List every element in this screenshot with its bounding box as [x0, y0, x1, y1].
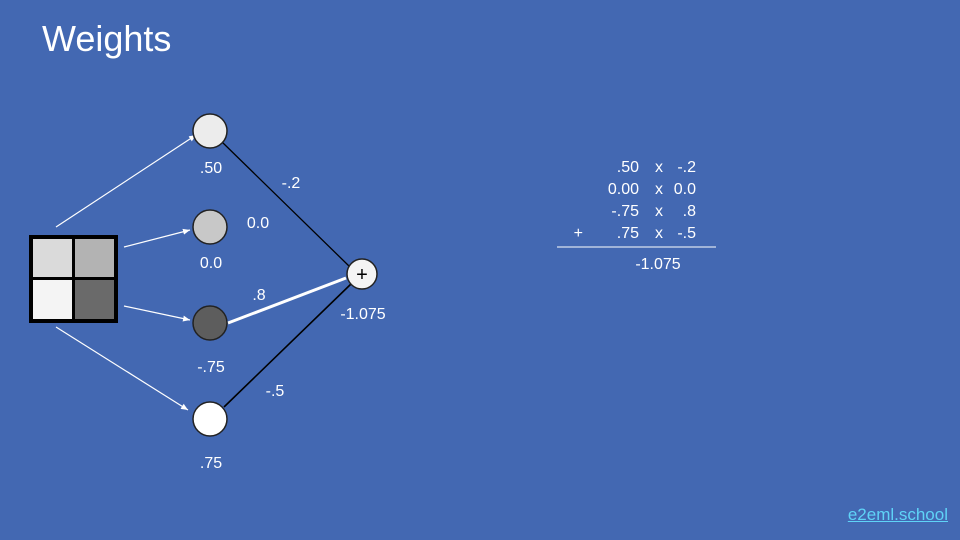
- calc-weight: 0.0: [674, 181, 696, 198]
- calc-prefix: +: [574, 225, 583, 242]
- calc-value: .75: [617, 225, 639, 242]
- input-pixel: [33, 239, 72, 277]
- calc-value: 0.00: [608, 181, 639, 198]
- calculation: .50 x -.2 0.00 x 0.0 -.75 x .8 + .75 x -…: [557, 159, 716, 273]
- weight-label: .8: [252, 287, 265, 304]
- weight-connection: [227, 276, 347, 325]
- neuron: [192, 113, 228, 149]
- weight-connection: [223, 282, 353, 408]
- input-pixel: [33, 280, 72, 319]
- weight-label: 0.0: [247, 215, 269, 232]
- calc-weight: .8: [683, 203, 696, 220]
- calc-result: -1.075: [635, 256, 680, 273]
- input-arrow: [123, 305, 191, 322]
- neuron-value: 0.0: [200, 255, 222, 272]
- input-pixel: [75, 239, 114, 277]
- sum-value: -1.075: [340, 306, 385, 323]
- neuron: [192, 209, 228, 245]
- weight-label: -.5: [266, 383, 285, 400]
- calc-value: -.75: [611, 203, 639, 220]
- calc-operator: x: [655, 203, 663, 220]
- slide-title: Weights: [42, 18, 172, 59]
- sum-node: [346, 258, 378, 290]
- weight-connection: [220, 140, 351, 268]
- neuron-value: -.75: [197, 359, 225, 376]
- input-arrow: [55, 134, 197, 228]
- neuron-value: .50: [200, 160, 222, 177]
- neuron: [192, 401, 228, 437]
- input-arrow: [123, 228, 191, 248]
- calc-operator: x: [655, 181, 663, 198]
- calc-weight: -.5: [677, 225, 696, 242]
- calc-value: .50: [617, 159, 639, 176]
- calc-operator: x: [655, 159, 663, 176]
- input-image: [29, 235, 118, 323]
- neuron-value: .75: [200, 455, 222, 472]
- weight-label: -.2: [282, 175, 301, 192]
- calc-operator: x: [655, 225, 663, 242]
- input-pixel: [75, 280, 114, 319]
- plus-icon: +: [356, 264, 368, 286]
- neuron: [192, 305, 228, 341]
- e2eml-link[interactable]: e2eml.school: [847, 505, 948, 524]
- calc-weight: -.2: [677, 159, 696, 176]
- input-arrow: [55, 326, 189, 411]
